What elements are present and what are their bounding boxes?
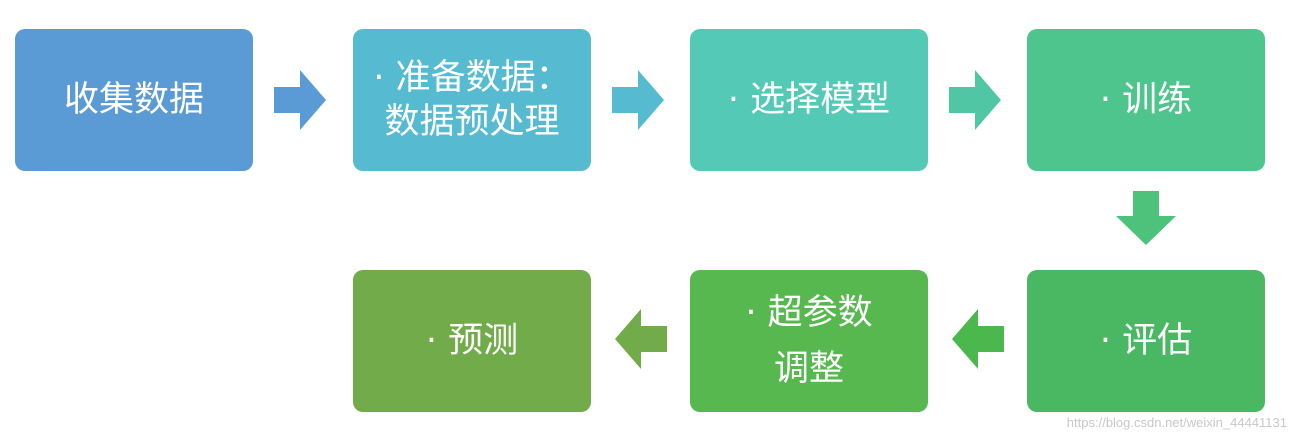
step-label: · 准备数据： [373,58,571,98]
arrow-left-icon [952,309,1004,369]
step-label: · 评估 [1099,321,1193,361]
step-label: · 训练 [1099,80,1193,120]
watermark: https://blog.csdn.net/weixin_44441131 [1066,415,1287,430]
step-evaluate: · 评估 [1027,270,1265,412]
step-prepare-data: · 准备数据： 数据预处理 [353,29,591,171]
arrow-right-icon [612,70,664,130]
step-collect-data: 收集数据 [15,29,253,171]
step-predict: · 预测 [353,270,591,412]
arrow-left-icon [615,309,667,369]
step-label: · 选择模型 [727,80,891,120]
step-hyperparameter-tuning: · 超参数 调整 [690,270,928,412]
step-label: · 预测 [425,321,519,361]
step-train: · 训练 [1027,29,1265,171]
step-label: · 超参数 [745,293,873,333]
arrow-right-icon [274,70,326,130]
step-label: 调整 [773,349,844,389]
step-select-model: · 选择模型 [690,29,928,171]
arrow-right-icon [949,70,1001,130]
step-label: 数据预处理 [384,102,560,142]
arrow-down-icon [1116,191,1176,245]
step-label: 收集数据 [63,80,204,120]
